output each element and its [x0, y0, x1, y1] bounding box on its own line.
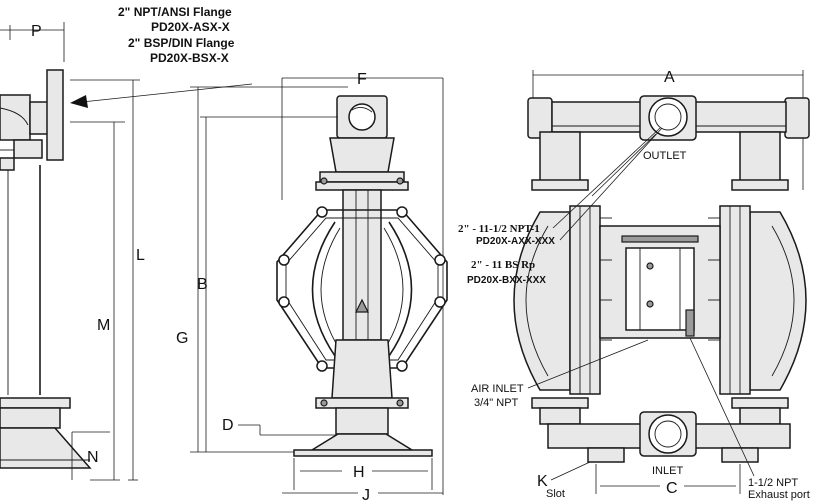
exhaust-size: 1-1/2 NPT: [748, 477, 798, 489]
back-view: A: [471, 69, 810, 501]
dim-label-b: B: [197, 276, 208, 293]
thread-callout-bsp-size: 2" - 11 BS Rp: [471, 259, 535, 271]
flange-callout-line3: 2" BSP/DIN Flange: [128, 36, 235, 50]
flange-callout-line2: PD20X-ASX-X: [151, 20, 230, 34]
dim-label-a: A: [664, 69, 675, 86]
front-view: F: [176, 71, 448, 502]
side-flange: [46, 69, 64, 161]
dim-label-j: J: [362, 487, 370, 502]
dim-label-d: D: [222, 417, 234, 434]
inlet-label: INLET: [652, 465, 683, 477]
exhaust-label: Exhaust port: [748, 489, 810, 501]
thread-callout-bsp-model: PD20X-BXX-XXX: [467, 275, 546, 286]
dim-label-h: H: [353, 464, 365, 481]
flange-callout: 2" NPT/ANSI Flange PD20X-ASX-X 2" BSP/DI…: [70, 5, 253, 108]
frame-bolts: [278, 206, 446, 372]
flange-callout-line4: PD20X-BSX-X: [150, 51, 229, 65]
thread-callout: 2" - 11-1/2 NPT-1 PD20X-AXX-XXX 2" - 11 …: [458, 127, 663, 286]
thread-callout-npt-size: 2" - 11-1/2 NPT-1: [458, 223, 540, 235]
dim-label-f: F: [357, 71, 367, 88]
dim-label-n: N: [87, 449, 99, 466]
dim-label-l: L: [136, 247, 145, 264]
dim-label-g: G: [176, 330, 188, 347]
side-view: P L M N: [0, 22, 145, 481]
air-inlet-label: AIR INLET: [471, 383, 524, 395]
dim-label-m: M: [97, 317, 110, 334]
air-inlet-size: 3/4" NPT: [474, 397, 519, 409]
dim-label-k: K: [537, 473, 548, 490]
slot-label: Slot: [546, 488, 565, 500]
dim-label-p: P: [31, 23, 42, 40]
chamber-ribs: [600, 217, 720, 341]
outlet-label: OUTLET: [643, 150, 687, 162]
flange-callout-arrow: [70, 95, 88, 108]
side-port-body: [0, 94, 31, 141]
thread-callout-npt-model: PD20X-AXX-XXX: [476, 236, 555, 247]
dim-label-c: C: [666, 480, 678, 497]
flange-callout-line1: 2" NPT/ANSI Flange: [118, 5, 232, 19]
